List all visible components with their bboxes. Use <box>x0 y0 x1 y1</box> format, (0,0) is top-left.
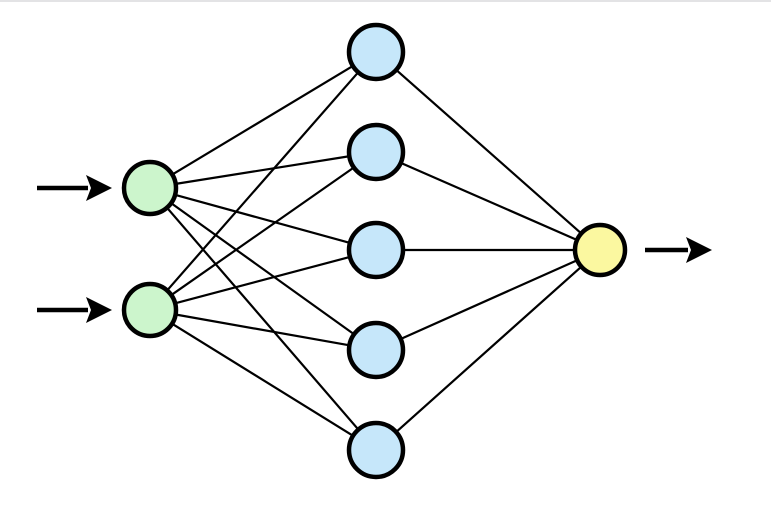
edges-group <box>164 64 584 438</box>
edge-i1-h4 <box>168 201 357 337</box>
edge-i2-h4 <box>173 313 352 347</box>
edge-i1-h1 <box>169 64 356 177</box>
node-hidden-3[interactable] <box>346 220 406 280</box>
nodes-group <box>121 22 628 480</box>
edge-h1-o1 <box>394 67 584 236</box>
node-hidden-4[interactable] <box>346 320 406 380</box>
edge-i1-h5 <box>164 205 361 432</box>
edge-i2-h5 <box>169 321 356 438</box>
node-hidden-1[interactable] <box>346 22 406 82</box>
node-hidden-5[interactable] <box>346 420 406 480</box>
edge-h2-o1 <box>398 161 580 242</box>
edge-h5-o1 <box>393 264 584 435</box>
node-hidden-2[interactable] <box>346 122 406 182</box>
output-arrow-head <box>686 237 712 263</box>
edge-i2-h1 <box>165 70 361 293</box>
input-arrow-bottom-icon <box>37 297 112 323</box>
edge-i2-h3 <box>172 255 353 305</box>
node-input-1[interactable] <box>121 159 179 217</box>
output-arrow-icon <box>645 237 712 263</box>
top-divider-rule <box>0 0 771 2</box>
input-arrow-top-icon <box>37 175 112 201</box>
io-arrows-group <box>37 175 712 323</box>
node-input-2[interactable] <box>121 281 179 339</box>
input-arrow-top-head <box>86 175 112 201</box>
edge-i2-h2 <box>168 165 357 298</box>
node-output-1[interactable] <box>572 222 628 278</box>
input-arrow-bottom-head <box>86 297 112 323</box>
edge-i1-h3 <box>172 193 353 245</box>
edge-h4-o1 <box>398 258 580 341</box>
edge-i1-h2 <box>173 154 352 186</box>
